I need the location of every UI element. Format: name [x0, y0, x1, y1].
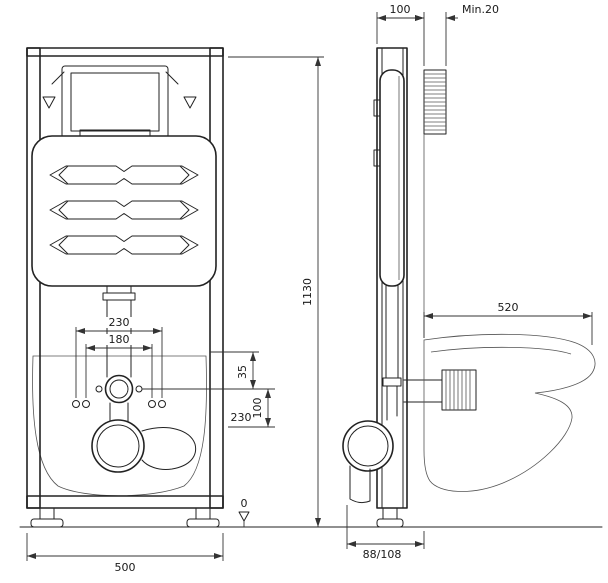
- dim-label-100-side: 100: [390, 3, 411, 16]
- dimension-outlet-88-108: 88/108: [346, 505, 425, 561]
- pipe-coupling-side: [382, 377, 402, 387]
- flush-pipe-front: [102, 285, 136, 378]
- cistern-side: [373, 69, 405, 287]
- bracket-lower: [373, 149, 381, 167]
- dim-label-88-108: 88/108: [363, 548, 402, 561]
- dim-label-520: 520: [498, 301, 519, 314]
- bolt-right: [135, 385, 143, 393]
- corner-tick-right: [165, 71, 179, 85]
- right-foot: [195, 507, 211, 520]
- dim-label-230-top: 230: [109, 316, 130, 329]
- dimension-overall-height: 1130: [228, 56, 324, 527]
- drain-connection-front: [91, 419, 197, 473]
- dim-label-100-front: 100: [251, 398, 264, 419]
- bottom-crossbar: [26, 495, 224, 509]
- dim-label-500: 500: [115, 561, 136, 574]
- wall-section: [423, 69, 447, 338]
- side-foot-plate: [376, 518, 404, 528]
- soil-bend-side: [342, 420, 394, 504]
- top-crossbar: [26, 47, 224, 57]
- inspection-window: [42, 65, 197, 142]
- right-foot-plate: [186, 518, 220, 528]
- front-view: [19, 47, 603, 528]
- adjust-triangle-right-icon: [183, 96, 197, 109]
- bracket-upper: [373, 99, 381, 117]
- left-foot-plate: [30, 518, 64, 528]
- drain-bend-front: [141, 427, 197, 470]
- soil-outlet: [349, 465, 371, 504]
- floor-level-marker: 0: [238, 497, 250, 527]
- dimension-depth-100: 100 Min.20: [376, 3, 499, 66]
- dim-label-180: 180: [109, 333, 130, 346]
- fixing-studs: [72, 400, 166, 408]
- dim-label-1130: 1130: [301, 278, 314, 306]
- left-foot: [39, 507, 55, 520]
- dim-label-min20: Min.20: [462, 3, 499, 16]
- side-foot: [382, 507, 398, 520]
- bowl-connector: [441, 369, 477, 411]
- flush-bend-fitting: [95, 374, 143, 422]
- dim-label-0: 0: [241, 497, 248, 510]
- corner-tick-left: [51, 71, 65, 85]
- dimension-overall-width: 500: [26, 533, 224, 574]
- bolt-left: [95, 385, 103, 393]
- pipe-coupling: [102, 292, 136, 301]
- dim-label-35: 35: [236, 365, 249, 379]
- bowl-outline-side: [423, 333, 596, 492]
- dimension-stud-180: 180: [85, 333, 153, 398]
- cistern-front: [31, 135, 217, 287]
- adjust-triangle-left-icon: [42, 96, 56, 109]
- dimension-stud-230: 230: [75, 316, 163, 398]
- side-view: [342, 47, 596, 528]
- frame-feet-front: [30, 507, 220, 528]
- dimension-bowl-520: 520: [423, 301, 593, 345]
- dim-label-230-side: 230: [231, 411, 252, 424]
- flush-pipe-side: [382, 285, 443, 421]
- dimensions: 1130 500 230 180: [26, 3, 593, 574]
- dimension-chain-right: 35 230 100: [142, 351, 275, 428]
- level-triangle-icon: [238, 511, 250, 522]
